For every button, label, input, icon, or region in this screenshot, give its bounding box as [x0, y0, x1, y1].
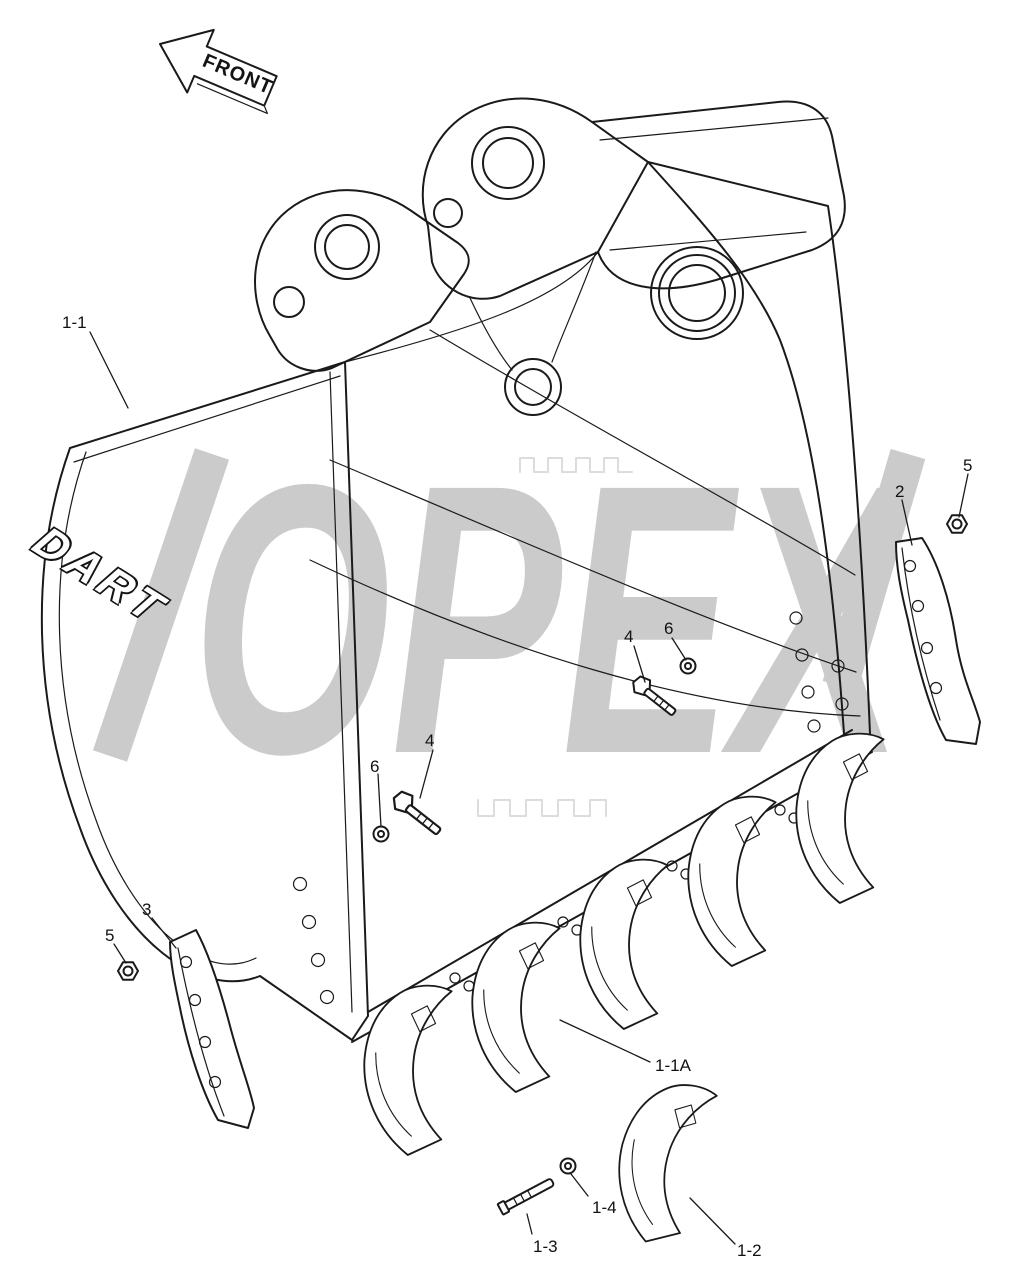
watermark-gear-bottom	[477, 799, 607, 817]
side-cutter-left	[169, 929, 255, 1129]
callout-5-right: 5	[963, 456, 973, 475]
bucket-left-side-plate	[40, 361, 369, 1041]
callout-4-right: 4	[624, 627, 634, 646]
callout-4-left: 4	[425, 731, 435, 750]
callout-1-4: 1-4	[592, 1198, 617, 1217]
bolt-right	[627, 671, 682, 721]
nut-right	[946, 514, 968, 534]
callout-1-1A: 1-1A	[655, 1056, 691, 1075]
opex-watermark: OPEX	[192, 405, 904, 835]
callout-1-1: 1-1	[62, 313, 87, 332]
tooth-pin	[496, 1178, 555, 1216]
callout-5-left: 5	[105, 926, 115, 945]
washer-left	[372, 825, 390, 843]
detached-tooth-point	[611, 1078, 719, 1248]
callout-6-left: 6	[370, 757, 380, 776]
bucket-hanger-brackets	[254, 97, 846, 416]
watermark-gear-top	[519, 457, 633, 473]
callout-6-right: 6	[664, 619, 674, 638]
callout-2: 2	[895, 482, 905, 501]
callout-leader-lines	[89, 331, 969, 1245]
bucket-right-side-plate	[647, 161, 871, 749]
washer-right	[679, 657, 697, 675]
side-cutter-right	[895, 537, 981, 745]
tooth-washer	[559, 1157, 577, 1175]
nut-left	[117, 961, 139, 981]
front-arrow-icon	[159, 28, 278, 115]
detached-tooth-assembly	[496, 1078, 719, 1248]
callout-1-3: 1-3	[533, 1237, 558, 1256]
callout-3: 3	[142, 900, 152, 919]
watermark-slash-right	[822, 448, 926, 692]
bucket-teeth	[355, 729, 902, 1160]
bolt-left	[388, 786, 448, 840]
watermark-decoration	[92, 448, 926, 817]
callout-1-2: 1-2	[737, 1241, 762, 1260]
pivot-tube	[591, 100, 846, 290]
watermark-slash-left	[92, 448, 230, 762]
